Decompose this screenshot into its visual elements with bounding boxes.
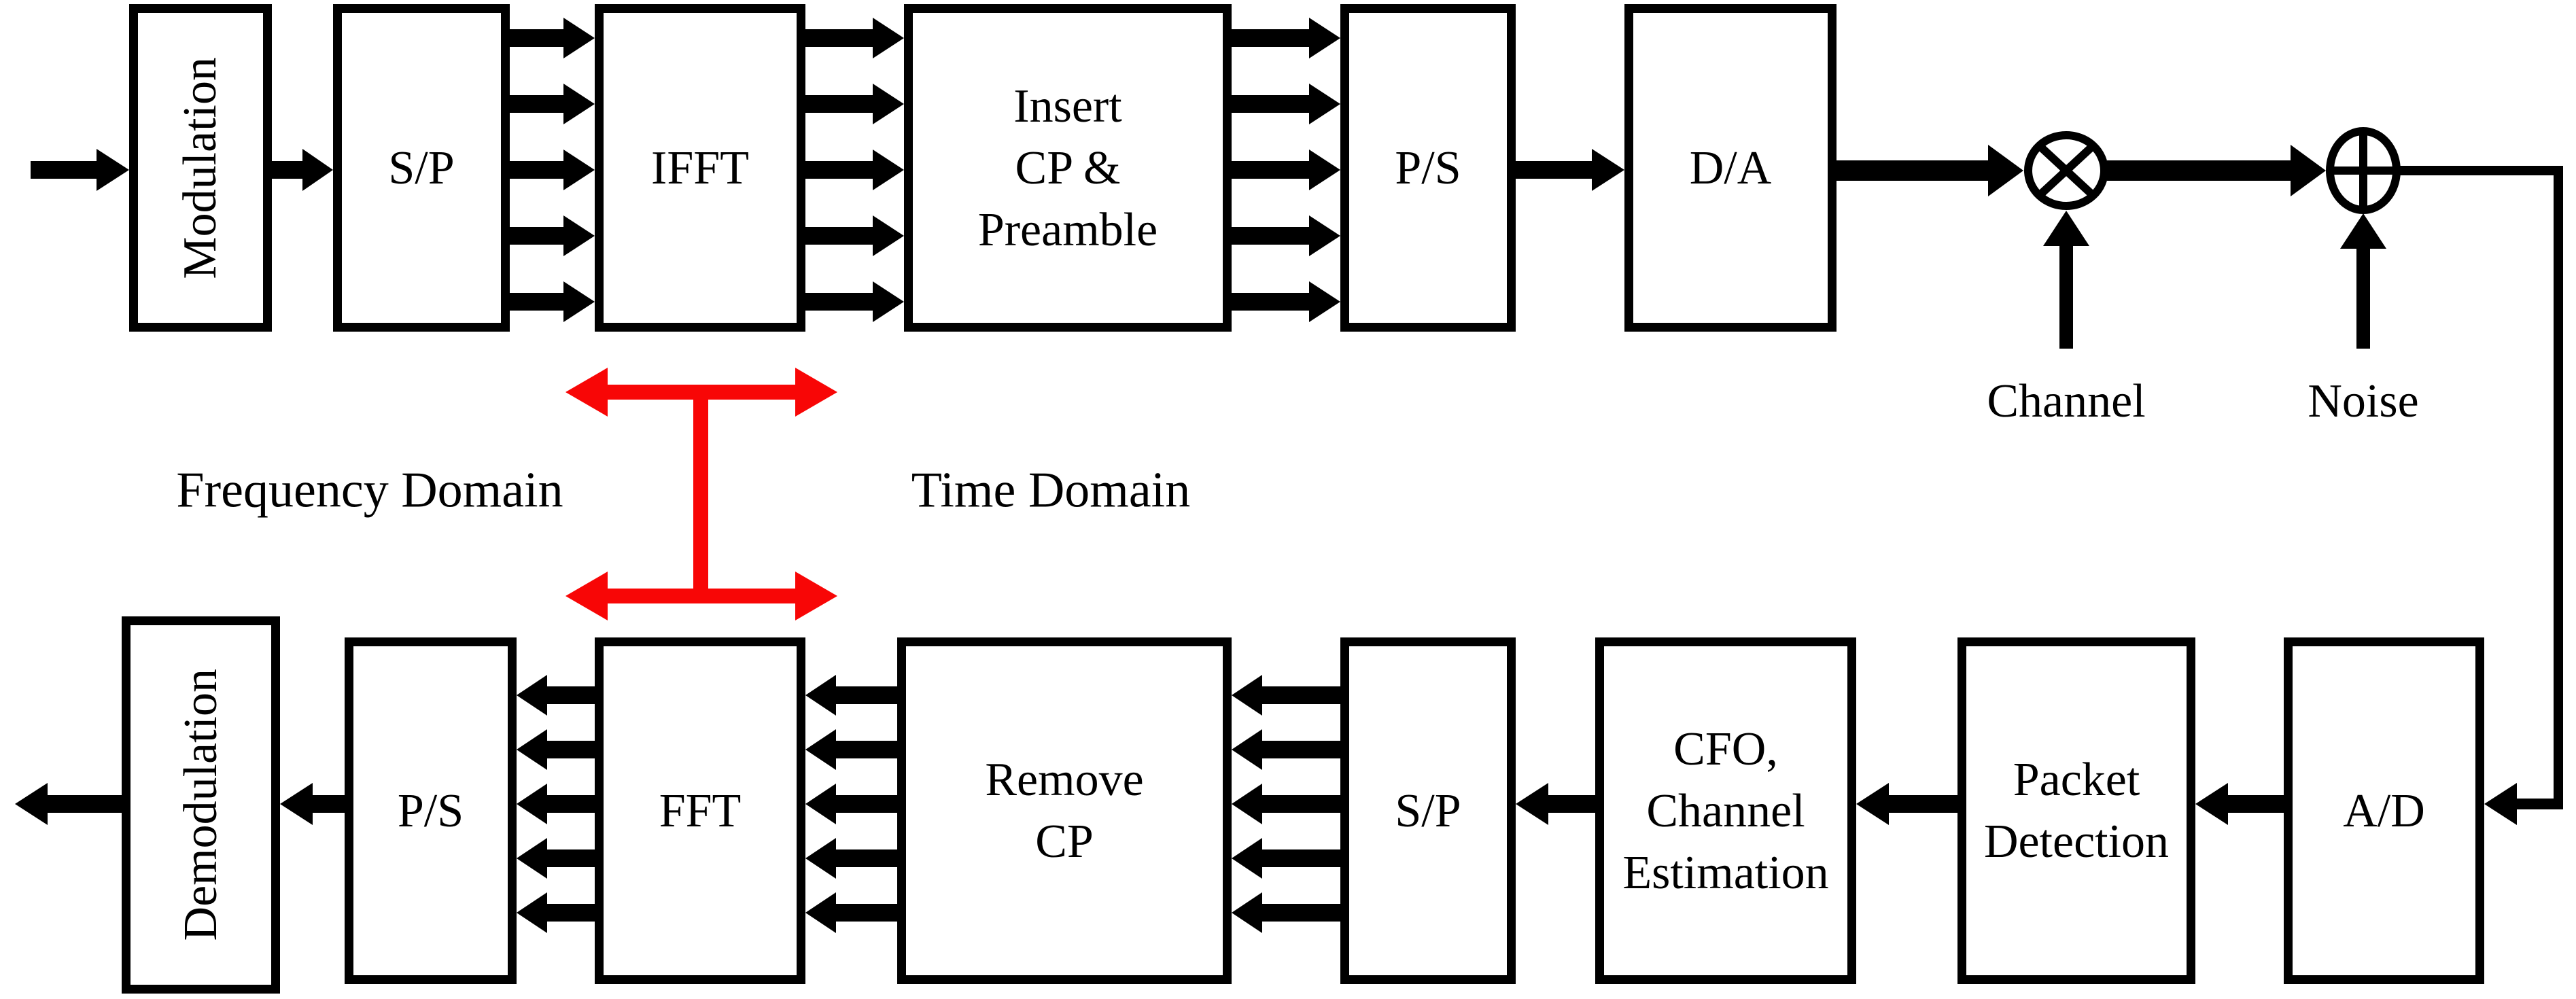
block-sp-tx-label: S/P <box>388 141 455 194</box>
block-modulation: Modulation <box>129 4 272 332</box>
block-analog-to-digital: A/D <box>2284 637 2484 984</box>
bus-arrows-ifft-to-insert-cp <box>805 18 904 322</box>
arrow-ad-to-packet-detection <box>2195 783 2284 825</box>
block-ad-label: A/D <box>2343 784 2425 837</box>
block-cfo-label: CFO, Channel Estimation <box>1622 722 1829 899</box>
tx-input-arrow <box>31 149 129 191</box>
bus-arrows-fft-to-ps <box>517 675 595 933</box>
block-parallel-to-serial-rx: P/S <box>345 637 517 984</box>
bus-arrows-sp-to-remove-cp <box>1232 675 1340 933</box>
block-fft: FFT <box>595 637 805 984</box>
block-digital-to-analog: D/A <box>1624 4 1837 332</box>
noise-label: Noise <box>2308 375 2419 427</box>
domain-divider-bottom-arrow <box>565 572 837 620</box>
channel-label: Channel <box>1987 375 2146 427</box>
block-insert-cp-preamble: Insert CP & Preamble <box>904 4 1232 332</box>
block-ifft: IFFT <box>595 4 805 332</box>
block-ps-tx-label: P/S <box>1395 141 1461 194</box>
block-serial-to-parallel-tx: S/P <box>333 4 510 332</box>
time-domain-label: Time Domain <box>911 462 1191 519</box>
block-packet-label: Packet Detection <box>1983 754 2170 868</box>
arrow-da-to-multiplier <box>1837 145 2023 196</box>
block-serial-to-parallel-rx: S/P <box>1340 637 1516 984</box>
block-insert-cp-label: Insert CP & Preamble <box>977 80 1158 256</box>
arrow-modulation-to-sp <box>272 149 333 191</box>
block-packet-detection: Packet Detection <box>1957 637 2195 984</box>
rx-output-arrow <box>15 783 122 825</box>
block-demodulation: Demodulation <box>122 616 280 994</box>
block-demodulation-label: Demodulation <box>174 669 227 941</box>
arrow-packet-to-cfo <box>1856 783 1957 825</box>
frequency-domain-label: Frequency Domain <box>176 462 563 519</box>
block-fft-label: FFT <box>659 784 742 837</box>
block-remove-cp-label: Remove CP <box>985 754 1144 868</box>
block-sp-rx-label: S/P <box>1395 784 1461 837</box>
noise-input-arrow <box>2340 213 2386 349</box>
bus-arrows-sp-to-ifft <box>510 18 595 322</box>
block-cfo-channel-estimation: CFO, Channel Estimation <box>1595 637 1856 984</box>
block-parallel-to-serial-tx: P/S <box>1340 4 1516 332</box>
add-node-icon <box>2326 127 2401 214</box>
block-remove-cp: Remove CP <box>897 637 1232 984</box>
block-ifft-label: IFFT <box>651 141 749 194</box>
arrow-ps-to-da <box>1516 149 1624 191</box>
channel-feed-line <box>2397 166 2563 809</box>
block-da-label: D/A <box>1689 141 1772 194</box>
domain-divider-line <box>693 392 708 596</box>
bus-arrows-insert-cp-to-ps <box>1232 18 1340 322</box>
multiply-node-icon <box>2024 131 2108 210</box>
channel-input-arrow <box>2043 211 2089 349</box>
block-modulation-label: Modulation <box>174 56 226 279</box>
arrow-multiplier-to-adder <box>2107 145 2326 196</box>
arrow-ps-to-demodulation <box>280 783 345 825</box>
bus-arrows-remove-cp-to-fft <box>805 675 897 933</box>
arrow-cfo-to-sp <box>1516 783 1595 825</box>
arrow-line-to-ad <box>2484 783 2563 825</box>
block-ps-rx-label: P/S <box>397 784 464 837</box>
